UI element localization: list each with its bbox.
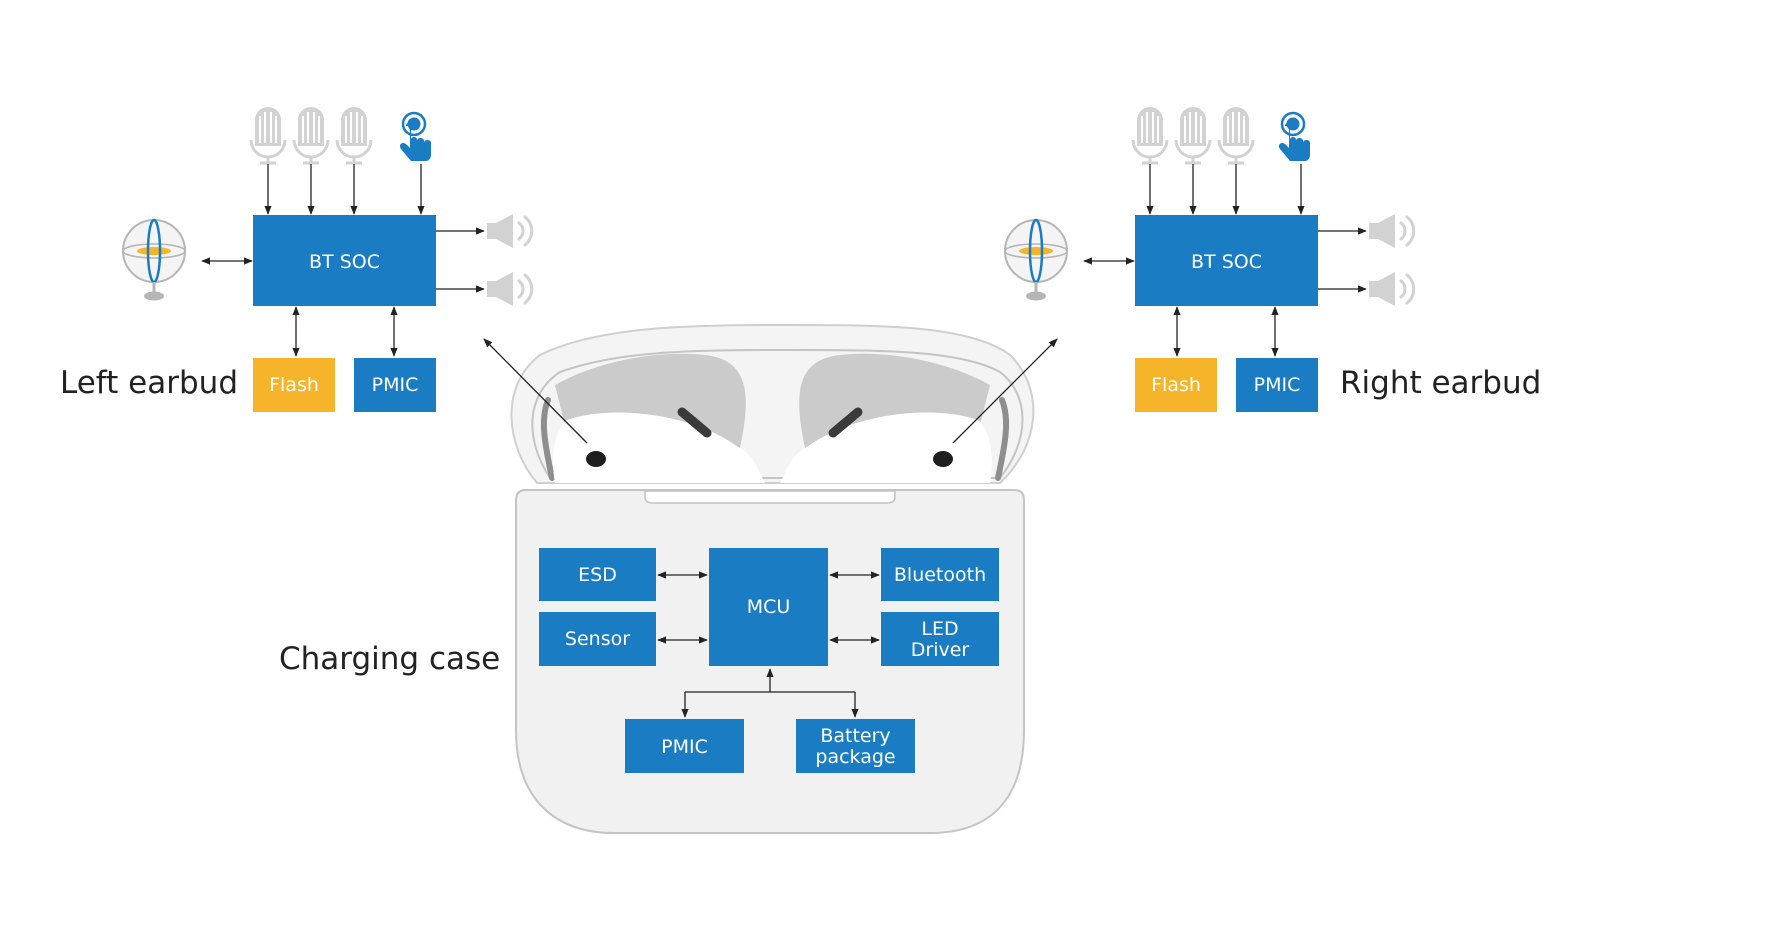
right-flash-label: Flash (1151, 374, 1201, 396)
microphone-icon (249, 105, 287, 165)
right-pmic-block (1236, 358, 1318, 412)
speaker-icon (485, 212, 534, 250)
left-pmic-label: PMIC (372, 374, 419, 396)
microphone-icon (1217, 105, 1255, 165)
sensor-block (539, 612, 656, 666)
esd-label: ESD (578, 564, 617, 586)
speaker-icon (485, 270, 534, 308)
bluetooth-label: Bluetooth (894, 564, 986, 586)
esd-block (539, 548, 656, 601)
battery-label-line1: Battery (820, 725, 890, 747)
right-flash-block (1135, 358, 1217, 412)
left-pointer-arrow (483, 338, 588, 444)
touch-icon (398, 111, 433, 163)
mcu-label: MCU (747, 596, 791, 618)
microphone-icon (1174, 105, 1212, 165)
microphone-icon (335, 105, 373, 165)
microphone-icon (1131, 105, 1169, 165)
right-earbud-label: Right earbud (1340, 365, 1541, 401)
charging-case-label: Charging case (279, 641, 500, 677)
left-earbud-label: Left earbud (60, 365, 238, 401)
case-pmic-block (625, 719, 744, 773)
battery-package-block (796, 719, 915, 773)
gyroscope-icon (1003, 218, 1069, 302)
microphone-icon (292, 105, 330, 165)
led-driver-label-line1: LED (921, 618, 958, 640)
right-bt-soc-label: BT SOC (1191, 251, 1262, 273)
sensor-label: Sensor (565, 628, 630, 650)
left-flash-block (253, 358, 335, 412)
left-bt-soc-block (253, 215, 436, 306)
bluetooth-block (881, 548, 999, 601)
right-bt-soc-block (1135, 215, 1318, 306)
touch-icon (1277, 111, 1312, 163)
right-earbud-group: BT SOC Flash PMIC Right earbud (1003, 105, 1541, 412)
right-pointer-arrow (952, 338, 1058, 444)
led-driver-label-line2: Driver (911, 639, 970, 661)
left-flash-label: Flash (269, 374, 319, 396)
left-pmic-block (354, 358, 436, 412)
left-earbud-group: BT SOC Flash PMIC Left earbud (60, 105, 534, 412)
battery-label-line2: package (815, 746, 895, 768)
led-driver-block (881, 612, 999, 666)
charging-case-blocks: ESD Sensor MCU Bluetooth LED Driver PMIC… (539, 548, 999, 773)
speaker-icon (1367, 270, 1416, 308)
case-pmic-label: PMIC (661, 736, 708, 758)
left-bt-soc-label: BT SOC (309, 251, 380, 273)
right-pmic-label: PMIC (1254, 374, 1301, 396)
gyroscope-icon (121, 218, 187, 302)
mcu-block (709, 548, 828, 666)
speaker-icon (1367, 212, 1416, 250)
